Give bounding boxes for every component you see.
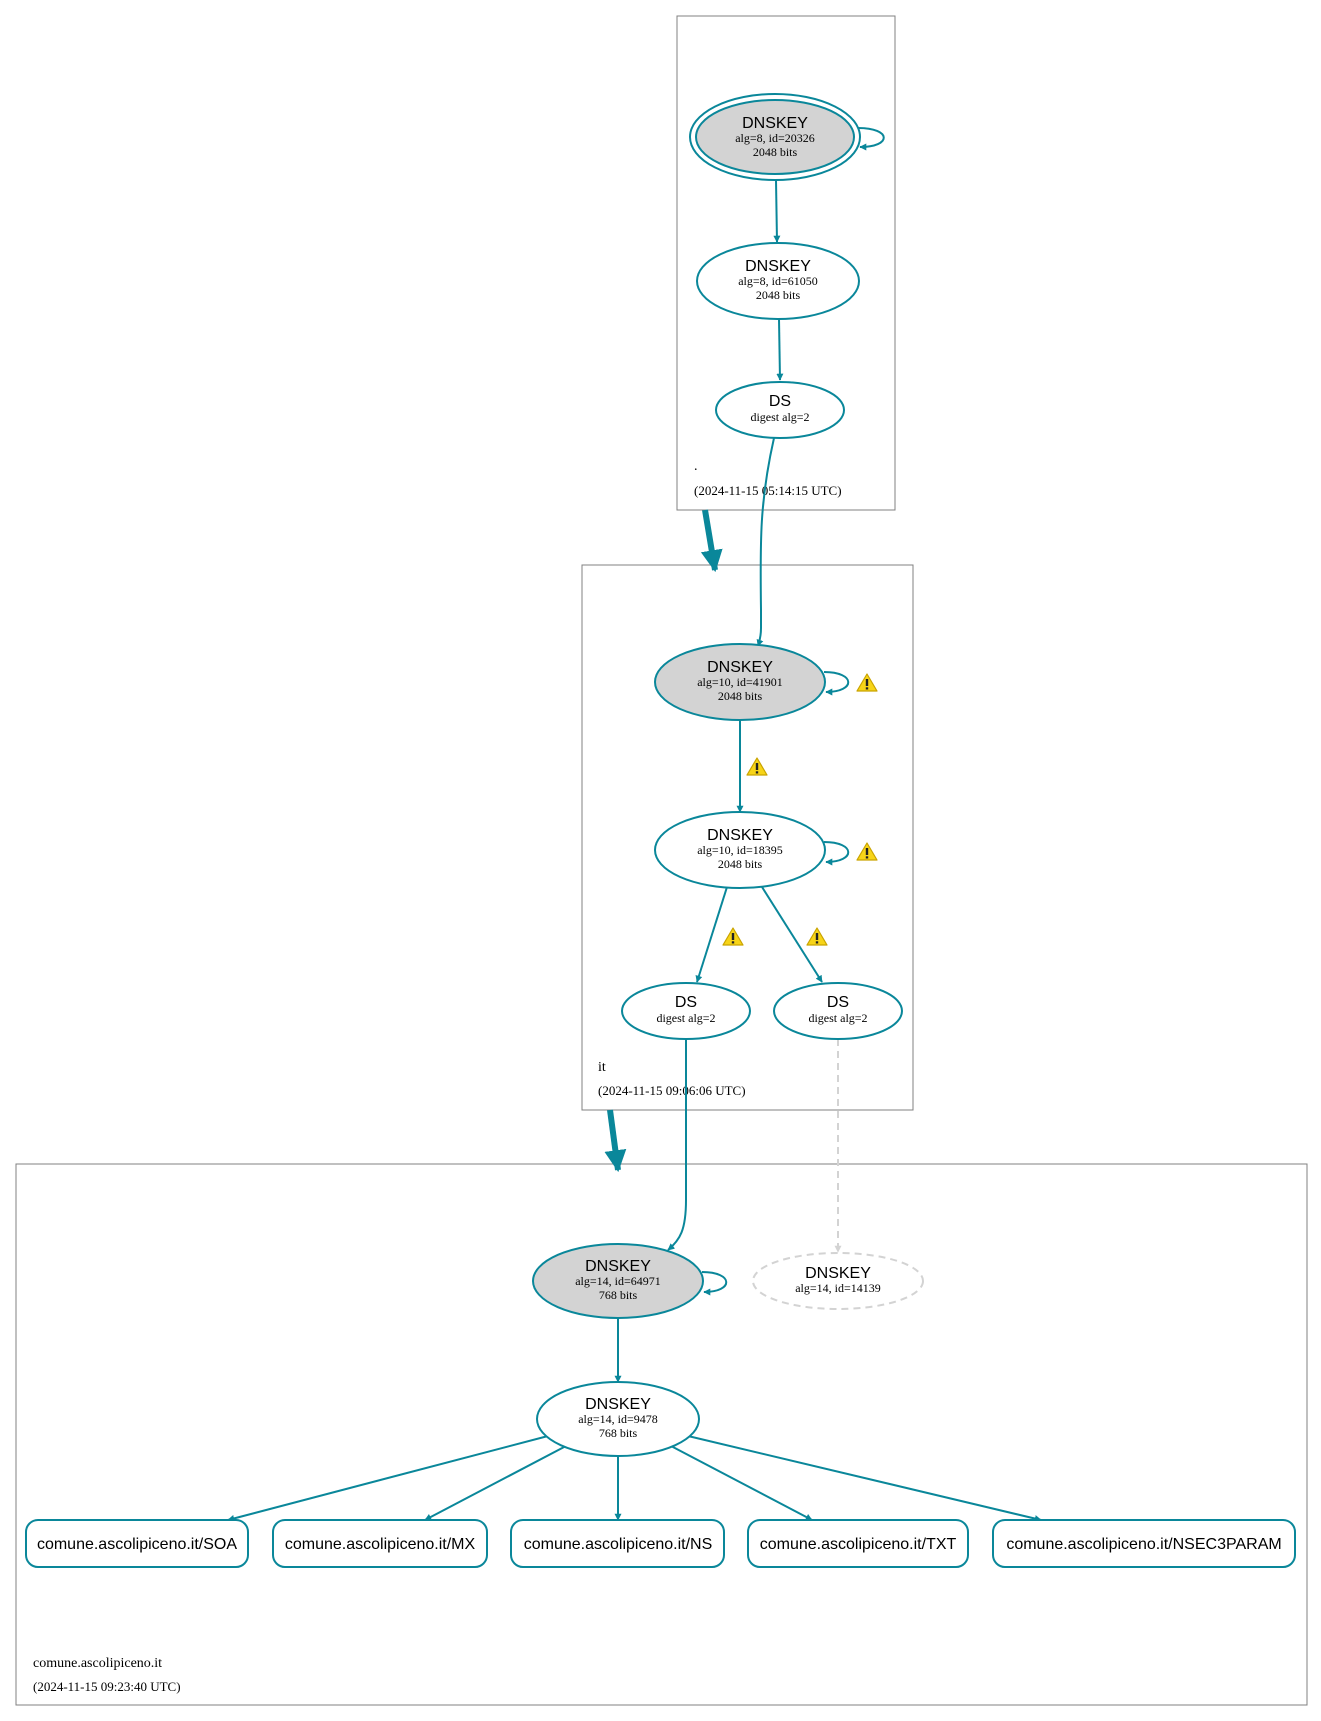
node-comune-ksk[interactable]: DNSKEY alg=14, id=64971 768 bits xyxy=(532,1243,704,1319)
zone-comune: comune.ascolipiceno.it (2024-11-15 09:23… xyxy=(15,1163,1308,1706)
warning-icon[interactable] xyxy=(806,927,828,946)
delegation-arrow-root-it xyxy=(700,509,723,573)
zone-root-name: . xyxy=(694,459,698,474)
edge-it-ds-1-to-comune-ksk xyxy=(667,1039,687,1251)
edge-comune-zsk-to-mx xyxy=(424,1445,567,1521)
edge-comune-ksk-self xyxy=(701,1271,728,1296)
node-root-ds[interactable]: DS digest alg=2 xyxy=(715,381,845,439)
node-comune-missing-key-alg: alg=14, id=14139 xyxy=(795,1281,881,1295)
edge-comune-zsk-to-txt xyxy=(670,1445,813,1521)
zone-it: it (2024-11-15 09:06:06 UTC) xyxy=(581,564,914,1111)
node-comune-zsk-bits: 768 bits xyxy=(599,1426,638,1440)
warning-icon[interactable] xyxy=(722,927,744,946)
node-root-ksk-title: DNSKEY xyxy=(742,115,808,132)
rrset-soa[interactable]: comune.ascolipiceno.it/SOA xyxy=(25,1519,249,1568)
edge-root-ds-to-it-ksk xyxy=(756,437,775,647)
node-it-zsk[interactable]: DNSKEY alg=10, id=18395 2048 bits xyxy=(654,811,826,889)
zone-it-name: it xyxy=(598,1060,606,1075)
node-it-ds-2-digest: digest alg=2 xyxy=(808,1011,867,1025)
node-comune-zsk[interactable]: DNSKEY alg=14, id=9478 768 bits xyxy=(536,1381,700,1457)
zone-comune-name: comune.ascolipiceno.it xyxy=(33,1656,162,1671)
edge-root-ksk-to-zsk xyxy=(773,179,781,243)
node-root-ksk-alg: alg=8, id=20326 xyxy=(735,131,815,145)
node-comune-ksk-alg: alg=14, id=64971 xyxy=(575,1274,661,1288)
edge-it-zsk-self xyxy=(823,841,850,866)
zone-comune-timestamp: (2024-11-15 09:23:40 UTC) xyxy=(33,1679,181,1694)
node-it-zsk-title: DNSKEY xyxy=(707,827,773,844)
node-root-zsk[interactable]: DNSKEY alg=8, id=61050 2048 bits xyxy=(696,242,860,320)
rrset-ns-label: comune.ascolipiceno.it/NS xyxy=(524,1536,713,1553)
rrset-nsec3param-label: comune.ascolipiceno.it/NSEC3PARAM xyxy=(1006,1536,1281,1553)
delegation-arrow-it-comune xyxy=(604,1109,627,1173)
rrset-nsec3param[interactable]: comune.ascolipiceno.it/NSEC3PARAM xyxy=(992,1519,1296,1568)
node-it-zsk-bits: 2048 bits xyxy=(718,857,763,871)
node-it-ds-1-digest: digest alg=2 xyxy=(656,1011,715,1025)
node-comune-ksk-bits: 768 bits xyxy=(599,1288,638,1302)
zone-root: . (2024-11-15 05:14:15 UTC) xyxy=(676,15,896,511)
node-it-ds-1-title: DS xyxy=(675,994,697,1011)
edge-comune-zsk-to-nsec3param xyxy=(687,1435,1042,1522)
edge-it-zsk-to-ds-1 xyxy=(695,886,728,983)
node-root-ds-title: DS xyxy=(769,393,791,410)
node-root-ksk-bits: 2048 bits xyxy=(753,145,798,159)
rrset-txt-label: comune.ascolipiceno.it/TXT xyxy=(760,1536,957,1553)
zone-root-timestamp: (2024-11-15 05:14:15 UTC) xyxy=(694,483,842,498)
node-it-ksk-alg: alg=10, id=41901 xyxy=(697,675,783,689)
node-root-ds-digest: digest alg=2 xyxy=(750,410,809,424)
node-it-ksk-title: DNSKEY xyxy=(707,659,773,676)
rrset-txt[interactable]: comune.ascolipiceno.it/TXT xyxy=(747,1519,969,1568)
node-it-ksk-bits: 2048 bits xyxy=(718,689,763,703)
edge-it-zsk-to-ds-2 xyxy=(761,886,823,983)
edge-it-ksk-self xyxy=(823,671,850,696)
node-root-zsk-title: DNSKEY xyxy=(745,258,811,275)
node-comune-zsk-alg: alg=14, id=9478 xyxy=(578,1412,658,1426)
warning-icon[interactable] xyxy=(856,673,878,692)
node-comune-zsk-title: DNSKEY xyxy=(585,1396,651,1413)
node-it-ds-1[interactable]: DS digest alg=2 xyxy=(621,982,751,1040)
node-comune-missing-key-title: DNSKEY xyxy=(805,1265,871,1282)
node-comune-ksk-title: DNSKEY xyxy=(585,1258,651,1275)
node-root-zsk-bits: 2048 bits xyxy=(756,288,801,302)
node-it-ds-2[interactable]: DS digest alg=2 xyxy=(773,982,903,1040)
edge-root-ksk-self xyxy=(857,127,885,151)
node-it-ds-2-title: DS xyxy=(827,994,849,1011)
rrset-soa-label: comune.ascolipiceno.it/SOA xyxy=(37,1536,237,1553)
rrset-mx-label: comune.ascolipiceno.it/MX xyxy=(285,1536,476,1553)
node-comune-missing-key[interactable]: DNSKEY alg=14, id=14139 xyxy=(752,1252,924,1310)
node-it-zsk-alg: alg=10, id=18395 xyxy=(697,843,783,857)
node-it-ksk[interactable]: DNSKEY alg=10, id=41901 2048 bits xyxy=(654,643,826,721)
rrset-mx[interactable]: comune.ascolipiceno.it/MX xyxy=(272,1519,488,1568)
warning-icon[interactable] xyxy=(746,757,768,776)
node-root-ksk[interactable]: DNSKEY alg=8, id=20326 2048 bits xyxy=(689,93,861,181)
edge-comune-zsk-to-soa xyxy=(227,1435,549,1522)
node-root-zsk-alg: alg=8, id=61050 xyxy=(738,274,818,288)
zone-it-timestamp: (2024-11-15 09:06:06 UTC) xyxy=(598,1083,746,1098)
rrset-ns[interactable]: comune.ascolipiceno.it/NS xyxy=(510,1519,725,1568)
edge-root-zsk-to-ds xyxy=(776,318,784,381)
warning-icon[interactable] xyxy=(856,842,878,861)
